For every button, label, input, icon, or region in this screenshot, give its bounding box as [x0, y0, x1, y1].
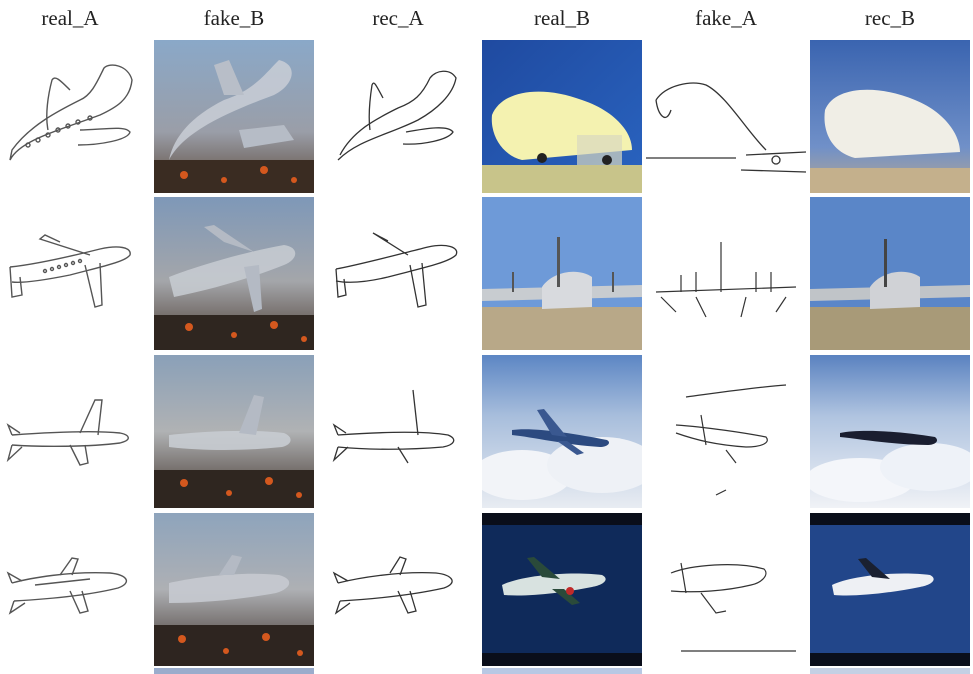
- row3-fake-a-sketch: [646, 355, 806, 508]
- row4-real-a-sketch: [0, 513, 160, 666]
- row1-fake-a-sketch: [646, 40, 806, 193]
- row2-rec-a-sketch: [318, 197, 478, 350]
- header-fake-b: fake_B: [203, 6, 265, 30]
- row2-real-a-sketch: [0, 197, 160, 350]
- row3-real-a-sketch: [0, 355, 160, 508]
- header-rec-b: rec_B: [864, 6, 916, 30]
- header-rec-a: rec_A: [372, 6, 424, 30]
- row2-fake-a-sketch: [646, 197, 806, 350]
- header-real-b: real_B: [534, 6, 590, 30]
- row4-real-b-image: [482, 513, 642, 666]
- row4-fake-a-sketch: [646, 513, 806, 666]
- row3-rec-a-sketch: [318, 355, 478, 508]
- row2-real-b-image: [482, 197, 642, 350]
- row4-rec-b-image: [810, 513, 970, 666]
- row1-real-b-image: [482, 40, 642, 193]
- row1-fake-b-image: [154, 40, 314, 193]
- header-real-a: real_A: [41, 6, 99, 30]
- row4-fake-b-image: [154, 513, 314, 666]
- row4-rec-a-sketch: [318, 513, 478, 666]
- row1-rec-a-sketch: [318, 40, 478, 193]
- row1-rec-b-image: [810, 40, 970, 193]
- row3-real-b-image: [482, 355, 642, 508]
- row5-real-b-strip: [482, 668, 642, 674]
- row5-fake-b-strip: [154, 668, 314, 674]
- row2-rec-b-image: [810, 197, 970, 350]
- row3-rec-b-image: [810, 355, 970, 508]
- header-fake-a: fake_A: [695, 6, 757, 30]
- row2-fake-b-image: [154, 197, 314, 350]
- row3-fake-b-image: [154, 355, 314, 508]
- row5-rec-b-strip: [810, 668, 970, 674]
- row1-real-a-sketch: [0, 40, 160, 193]
